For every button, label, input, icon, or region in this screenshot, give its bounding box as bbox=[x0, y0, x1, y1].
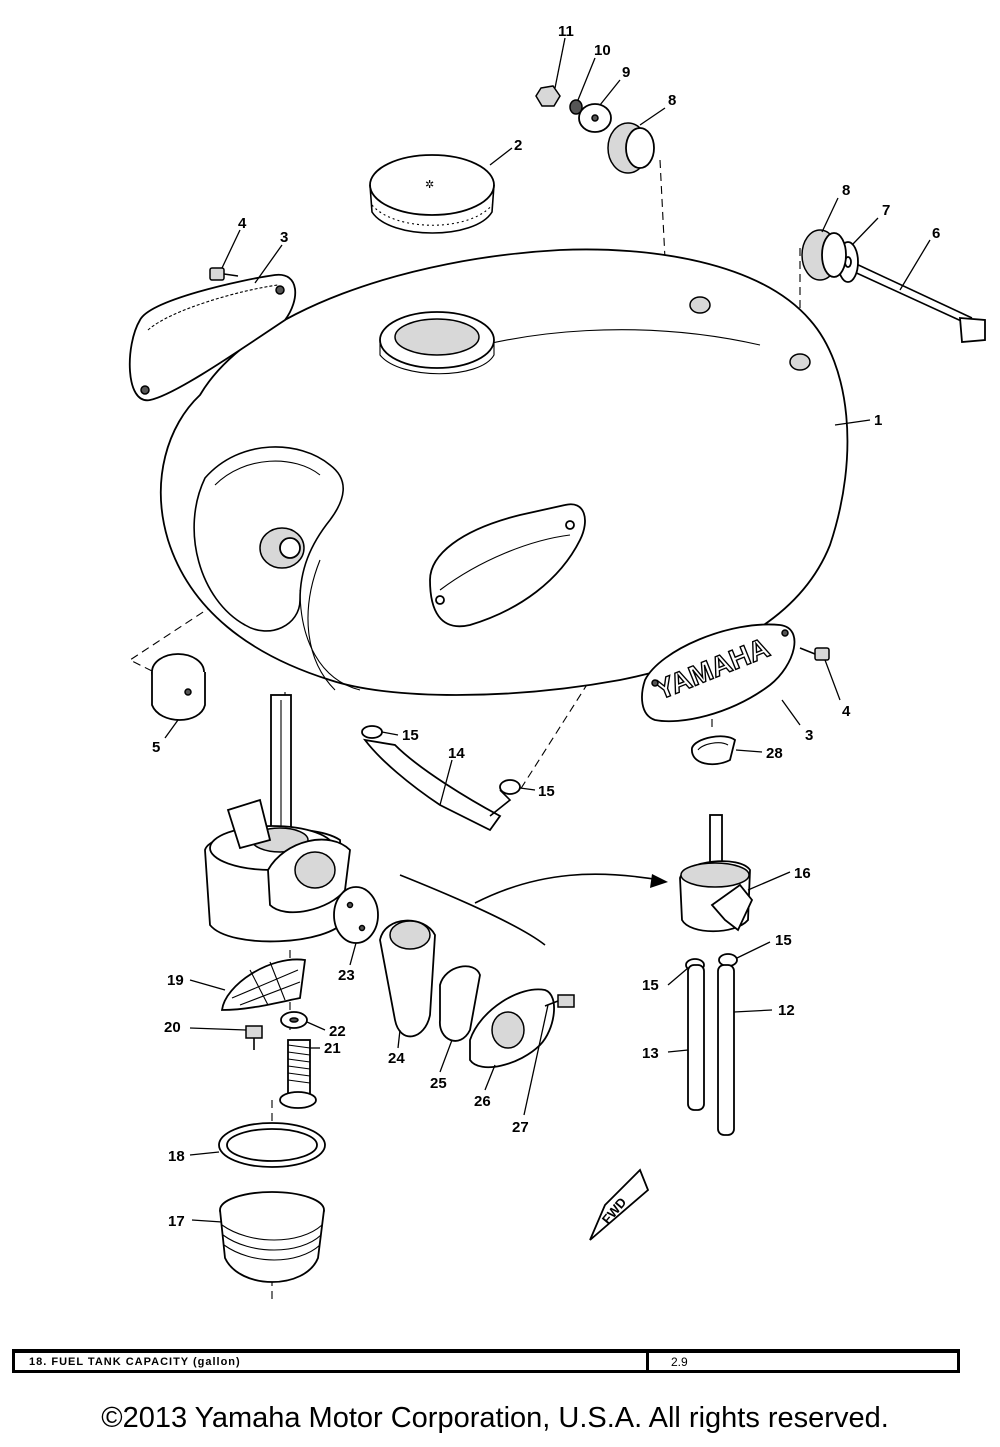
spec-table: 18. FUEL TANK CAPACITY (gallon) 2.9 bbox=[12, 1349, 960, 1373]
strainer-19 bbox=[220, 958, 307, 1011]
gasket-25 bbox=[439, 965, 481, 1042]
callout-7: 7 bbox=[882, 202, 890, 219]
screw-27 bbox=[544, 994, 575, 1008]
callout-5: 5 bbox=[152, 739, 160, 756]
callout-10: 10 bbox=[594, 42, 611, 59]
callout-26: 26 bbox=[474, 1093, 491, 1110]
fuel-cap: ✲ bbox=[369, 154, 495, 234]
callout-3b: 3 bbox=[805, 727, 813, 744]
assembly-bracket bbox=[399, 873, 668, 946]
stand-pipe-21 bbox=[279, 1039, 317, 1109]
screw-4b bbox=[799, 647, 830, 661]
callout-11: 11 bbox=[558, 23, 574, 40]
callout-15a: 15 bbox=[402, 727, 419, 744]
callout-9: 9 bbox=[622, 64, 630, 81]
callout-27: 27 bbox=[512, 1119, 529, 1136]
callout-12: 12 bbox=[778, 1002, 795, 1019]
clip-15a bbox=[361, 725, 383, 739]
fuel-cock-body bbox=[204, 694, 351, 943]
callout-8b: 8 bbox=[668, 92, 676, 109]
o-ring-18 bbox=[218, 1122, 326, 1168]
callout-20: 20 bbox=[164, 1019, 181, 1036]
clip-15b bbox=[499, 779, 521, 795]
rear-bolt bbox=[849, 261, 986, 343]
callout-19: 19 bbox=[167, 972, 184, 989]
spec-label: 18. FUEL TANK CAPACITY (gallon) bbox=[15, 1353, 649, 1370]
callout-8a: 8 bbox=[842, 182, 850, 199]
leader-lines bbox=[164, 37, 931, 1223]
callout-15d: 15 bbox=[642, 977, 659, 994]
pipe-13 bbox=[687, 964, 705, 1111]
spec-value: 2.9 bbox=[671, 1355, 688, 1369]
washer-9 bbox=[578, 103, 612, 133]
nut-11 bbox=[535, 85, 561, 107]
gasket-28 bbox=[691, 735, 737, 766]
damper-8-rear bbox=[801, 229, 847, 281]
callout-4b: 4 bbox=[842, 703, 851, 720]
fuel-tank bbox=[160, 248, 849, 696]
callout-23: 23 bbox=[338, 967, 355, 984]
callout-15c: 15 bbox=[775, 932, 792, 949]
callout-17: 17 bbox=[168, 1213, 185, 1230]
washer-22 bbox=[280, 1011, 308, 1029]
pipe-12 bbox=[717, 964, 735, 1136]
fwd-arrow: FWD bbox=[589, 1168, 650, 1241]
callout-16: 16 bbox=[794, 865, 811, 882]
svg-text:✲: ✲ bbox=[425, 179, 434, 191]
damper bbox=[151, 653, 206, 721]
damper-8-top bbox=[607, 122, 655, 174]
callout-18: 18 bbox=[168, 1148, 185, 1165]
callout-15b: 15 bbox=[538, 783, 555, 800]
screw-20 bbox=[245, 1025, 263, 1050]
lever-plate-26 bbox=[469, 988, 555, 1069]
gasket-23 bbox=[333, 886, 379, 944]
callout-25: 25 bbox=[430, 1075, 447, 1092]
callout-3a: 3 bbox=[280, 229, 288, 246]
exploded-parts-diagram: ✲ YAMAHA bbox=[128, 23, 986, 1300]
washer-10 bbox=[569, 99, 583, 115]
callout-1: 1 bbox=[874, 412, 882, 429]
knee-grip-left bbox=[128, 274, 297, 401]
screw-4a bbox=[209, 267, 239, 281]
callout-2: 2 bbox=[514, 137, 522, 154]
callout-4a: 4 bbox=[238, 215, 247, 232]
copyright-notice: ©2013 Yamaha Motor Corporation, U.S.A. A… bbox=[101, 1402, 889, 1434]
callout-28: 28 bbox=[766, 745, 783, 762]
emblem-plate: YAMAHA bbox=[641, 623, 796, 723]
callout-labels: 1 2 3 3 4 4 5 6 7 8 8 9 10 11 12 13 14 1… bbox=[152, 23, 940, 1230]
callout-14: 14 bbox=[448, 745, 465, 762]
callout-22: 22 bbox=[329, 1023, 346, 1040]
callout-24: 24 bbox=[388, 1050, 405, 1067]
fuel-cock-16 bbox=[679, 814, 754, 933]
fuel-pipe-14 bbox=[362, 738, 512, 832]
callout-21: 21 bbox=[324, 1040, 341, 1057]
callout-13: 13 bbox=[642, 1045, 659, 1062]
callout-6: 6 bbox=[932, 225, 940, 242]
lever-24 bbox=[379, 919, 436, 1038]
cup-17 bbox=[219, 1191, 325, 1283]
